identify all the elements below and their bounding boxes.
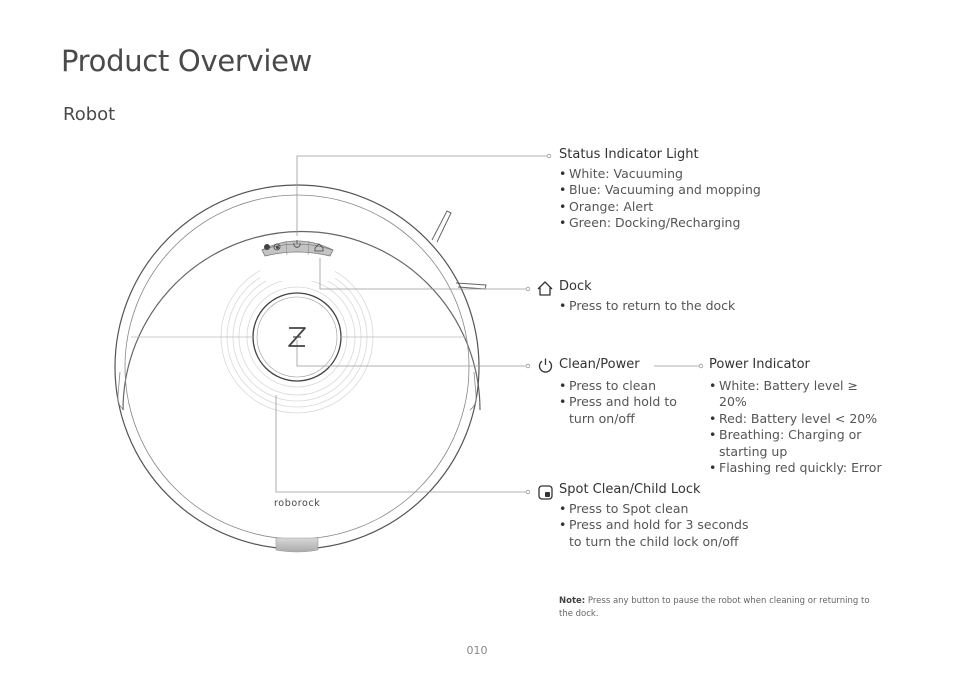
callout-list: White: Vacuuming Blue: Vacuuming and mop… <box>559 166 761 232</box>
callout-list: Press to return to the dock <box>559 298 735 315</box>
power-icon <box>538 358 553 373</box>
note-text: Press any button to pause the robot when… <box>559 596 870 619</box>
callout-list: Press to Spot clean Press and hold for 3… <box>559 501 759 551</box>
callout-title: Clean/Power <box>559 357 640 372</box>
list-item: Breathing: Charging or starting up <box>709 427 869 460</box>
list-item: Press to return to the dock <box>559 298 735 315</box>
callout-list: White: Battery level ≥ 20% Red: Battery … <box>709 378 884 477</box>
leader-endpoints <box>525 153 704 495</box>
page-number: 010 <box>466 644 488 657</box>
callout-title: Dock <box>559 279 592 294</box>
home-icon <box>537 281 553 296</box>
list-item: Press and hold for 3 seconds to turn the… <box>559 517 754 550</box>
list-item: Press to clean <box>559 378 694 395</box>
control-buttons <box>261 240 334 257</box>
callout-list: Press to clean Press and hold to turn on… <box>559 378 694 428</box>
list-item: Blue: Vacuuming and mopping <box>559 182 761 199</box>
side-brush <box>431 210 487 290</box>
roborock-logo-icon <box>288 327 306 347</box>
callout-power-indicator: Power Indicator White: Battery level ≥ 2… <box>709 357 884 477</box>
list-item: White: Battery level ≥ 20% <box>709 378 884 411</box>
note: Note: Press any button to pause the robo… <box>559 595 879 621</box>
leader-lines <box>131 155 700 493</box>
callout-status-indicator: Status Indicator Light White: Vacuuming … <box>559 147 761 232</box>
callout-title: Power Indicator <box>709 357 810 372</box>
list-item: White: Vacuuming <box>559 166 761 183</box>
list-item: Red: Battery level < 20% <box>709 411 884 428</box>
section-subtitle: Robot <box>63 104 116 125</box>
list-item: Press to Spot clean <box>559 501 759 518</box>
callout-clean-power: Clean/Power Press to clean Press and hol… <box>559 357 694 427</box>
page-title: Product Overview <box>61 44 313 78</box>
list-item: Flashing red quickly: Error <box>709 460 884 477</box>
spot-clean-icon <box>538 485 553 500</box>
note-label: Note: <box>559 596 586 606</box>
bumper-sensor <box>275 537 319 553</box>
list-item: Green: Docking/Recharging <box>559 215 761 232</box>
callout-title: Status Indicator Light <box>559 147 699 162</box>
robot-brand-label: roborock <box>274 498 321 509</box>
callout-spot-clean: Spot Clean/Child Lock Press to Spot clea… <box>559 482 759 550</box>
list-item: Press and hold to turn on/off <box>559 394 677 427</box>
callout-dock: Dock Press to return to the dock <box>559 279 735 314</box>
list-item: Orange: Alert <box>559 199 761 216</box>
callout-title: Spot Clean/Child Lock <box>559 482 701 497</box>
